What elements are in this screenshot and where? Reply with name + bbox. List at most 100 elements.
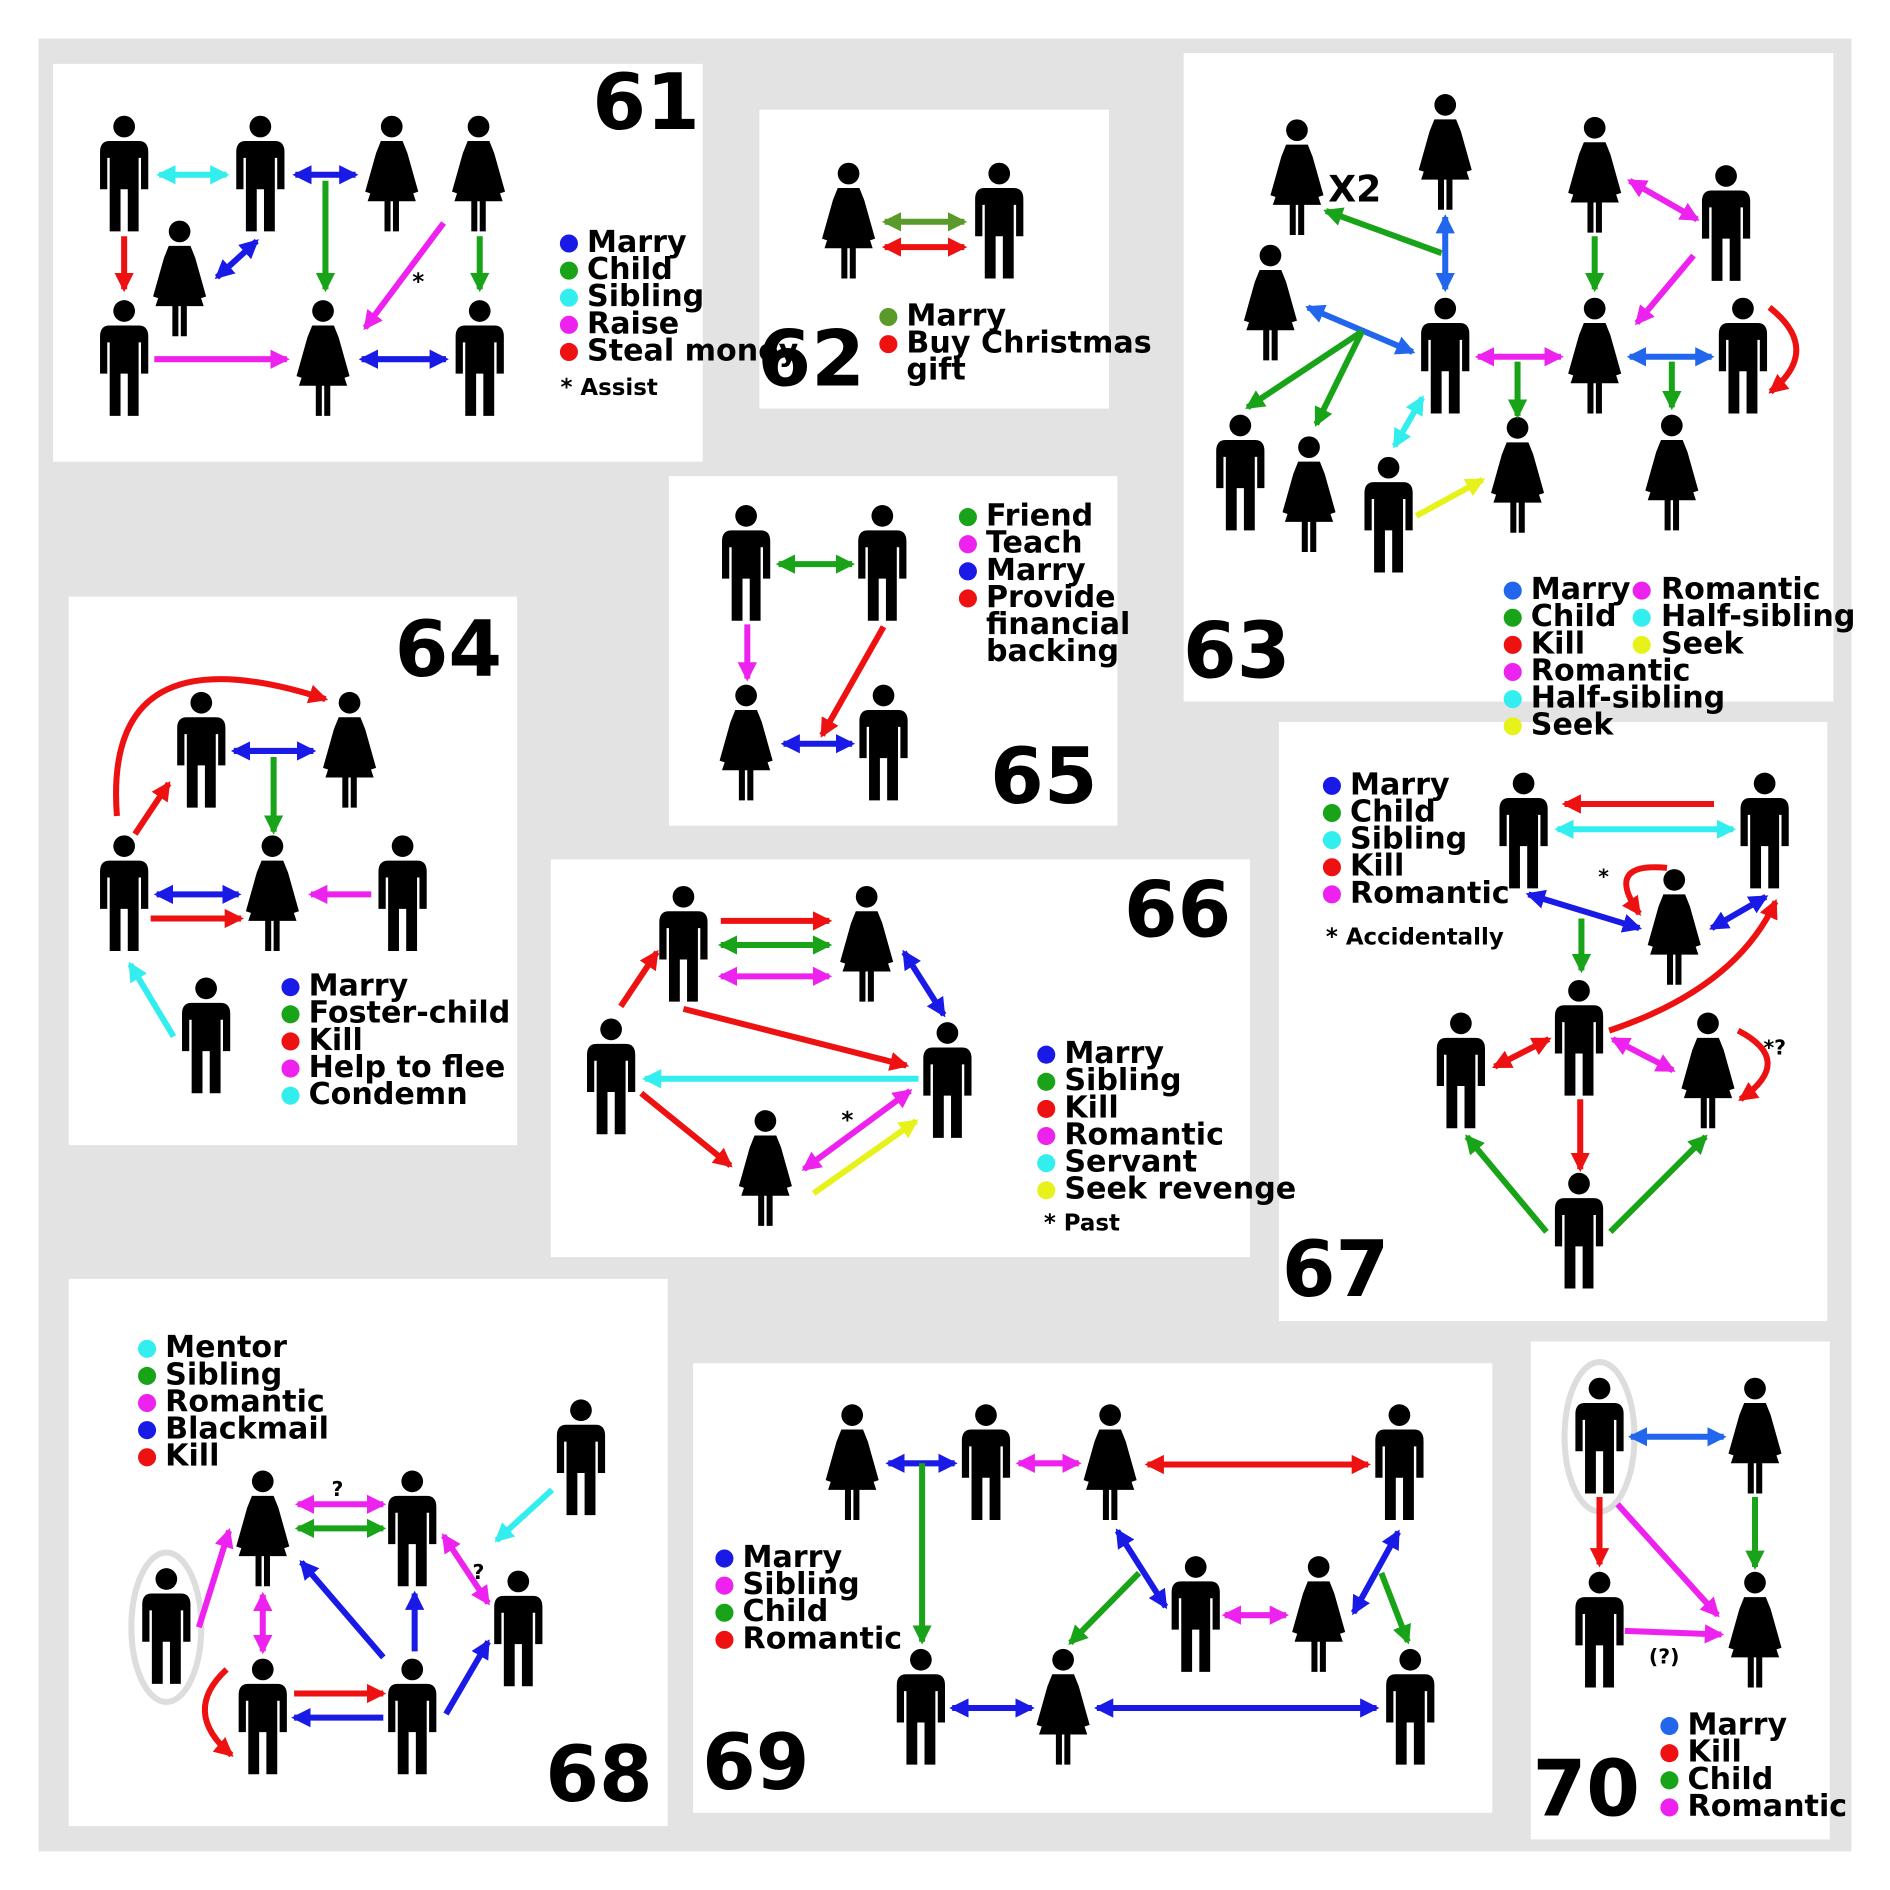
legend-label: Raise [587, 306, 679, 341]
legend-swatch [879, 307, 898, 327]
arrow [1615, 1502, 1720, 1618]
legend-label: Marry [1350, 767, 1450, 802]
legend-item: Child [559, 252, 673, 287]
female-person-icon [452, 115, 506, 232]
male-person-icon [1701, 165, 1751, 281]
panel-63-content: 63X2MarryChildKillRomanticHalf-siblingSe… [1183, 94, 1855, 743]
male-person-icon [923, 1022, 972, 1138]
legend-item: Help to flee [281, 1050, 505, 1085]
arrow [201, 1667, 234, 1758]
legend-item: Sibling [138, 1357, 282, 1392]
legend-item: Marry [715, 1540, 843, 1575]
legend-label: Foster-child [309, 996, 511, 1031]
female-person-icon [365, 115, 419, 232]
male-person-icon [1554, 1172, 1604, 1289]
legend-label: backing [986, 634, 1119, 669]
legend-swatch [281, 1086, 300, 1105]
legend-label: Child [1531, 599, 1617, 634]
legend-label: Help to flee [309, 1050, 506, 1085]
male-person-icon [236, 115, 285, 232]
legend-label: Romantic [165, 1384, 325, 1419]
two-way-arrow [1492, 1036, 1552, 1070]
legend-label: Sibling [165, 1357, 282, 1392]
legend-label: Provide [986, 580, 1116, 615]
arrow [811, 1118, 919, 1196]
panel-number: 63 [1183, 606, 1290, 696]
arrow [1068, 1570, 1142, 1646]
legend-swatch [1322, 885, 1341, 904]
male-person-icon [100, 300, 149, 416]
legend-swatch [1322, 803, 1341, 823]
male-person-icon [142, 1568, 191, 1684]
arrow [1464, 1134, 1549, 1234]
legend-item: Kill [1037, 1090, 1119, 1125]
male-person-icon [858, 505, 907, 621]
arrow [132, 781, 172, 836]
male-person-icon [177, 691, 226, 808]
legend-swatch [559, 315, 578, 334]
legend-swatch [1632, 608, 1651, 627]
male-person-icon [388, 1470, 437, 1587]
note-text: X2 [1328, 167, 1381, 210]
legend-swatch [1037, 1127, 1056, 1146]
two-way-arrow [1709, 894, 1769, 931]
note-text: * [841, 1108, 853, 1134]
legend-swatch [138, 1366, 157, 1385]
arrow [1767, 305, 1800, 395]
male-person-icon [659, 885, 708, 1002]
female-person-icon [738, 1110, 792, 1226]
arrow [1634, 253, 1696, 326]
arrow [494, 1487, 555, 1543]
female-person-icon [1681, 1012, 1735, 1129]
legend-item: Sibling [1037, 1063, 1182, 1098]
panel-number: 62 [758, 315, 865, 405]
legend-label: Marry [309, 969, 409, 1004]
legend-swatch [1503, 662, 1522, 682]
female-person-icon [1282, 436, 1336, 553]
legend-item: Romantic [715, 1621, 902, 1656]
arrow [1608, 898, 1779, 1034]
male-person-icon [975, 162, 1024, 279]
legend-label: Seek [1661, 626, 1745, 661]
female-person-icon [1243, 244, 1297, 361]
legend-swatch [138, 1448, 157, 1467]
legend-label: Marry [1531, 572, 1631, 607]
note-text: * [1598, 865, 1609, 889]
note-text: * [412, 269, 424, 295]
female-person-icon [1647, 869, 1701, 985]
legend-label: Child [743, 1594, 829, 1629]
legend-item: Romantic [1503, 653, 1690, 688]
legend-label: Romantic [1688, 1789, 1848, 1824]
legend-label: Romantic [743, 1621, 903, 1656]
arrow [618, 949, 660, 1009]
panel-number: 68 [545, 1730, 652, 1820]
legend-swatch [958, 562, 977, 581]
female-person-icon [153, 220, 207, 337]
legend-swatch [1632, 635, 1651, 654]
legend-item: Marry [1322, 767, 1450, 802]
arrow [127, 961, 177, 1039]
female-person-icon [1083, 1404, 1137, 1520]
arrow [639, 1090, 733, 1168]
male-person-icon [1740, 772, 1789, 889]
legend-item: Marry [1660, 1708, 1788, 1743]
legend-swatch [138, 1339, 157, 1358]
legend-label: Kill [165, 1439, 219, 1474]
panel-number: 61 [592, 58, 699, 148]
legend-label: Teach [986, 526, 1083, 561]
female-person-icon [296, 300, 350, 416]
legend-label: Kill [1688, 1735, 1742, 1770]
female-person-icon [1728, 1377, 1782, 1494]
male-person-icon [859, 684, 908, 801]
male-person-icon [722, 505, 771, 621]
legend-label: gift [906, 353, 965, 388]
legend-label: Romantic [1064, 1117, 1224, 1152]
legend-swatch [1660, 1744, 1679, 1763]
legend-swatch [1503, 581, 1522, 600]
male-person-icon [1386, 1648, 1435, 1765]
female-person-icon [1292, 1556, 1346, 1672]
